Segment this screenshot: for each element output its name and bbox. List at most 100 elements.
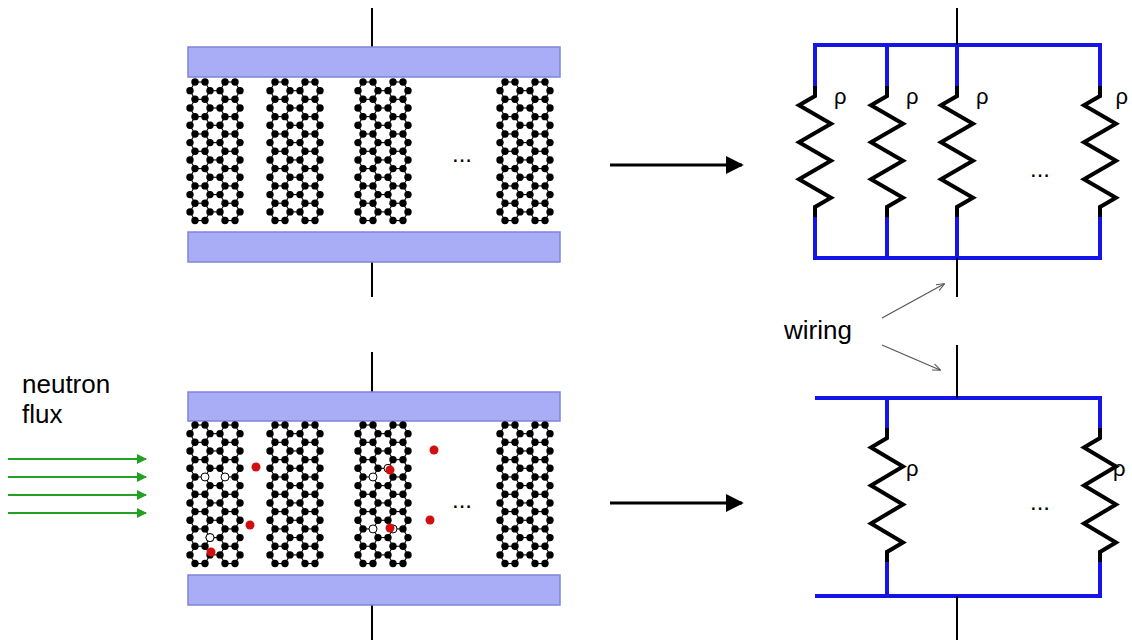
- atom: [389, 78, 396, 85]
- atom: [404, 499, 411, 506]
- atom: [301, 525, 308, 532]
- leader-line: [882, 284, 944, 370]
- atom: [404, 156, 411, 163]
- atom: [316, 156, 323, 163]
- ellipsis: ...: [452, 140, 472, 168]
- atom: [384, 156, 391, 163]
- atom: [206, 465, 213, 472]
- atom: [266, 430, 273, 437]
- graphene-ribbon: [354, 78, 411, 224]
- atom: [359, 200, 366, 207]
- atom: [231, 200, 238, 207]
- ellipsis: ...: [452, 486, 472, 514]
- atom: [374, 534, 381, 541]
- atom: [359, 560, 366, 567]
- atom: [206, 87, 213, 94]
- vacancy: [369, 525, 377, 533]
- atom: [191, 130, 198, 137]
- atom: [384, 551, 391, 558]
- atom: [354, 517, 361, 524]
- atom: [191, 78, 198, 85]
- atom: [286, 156, 293, 163]
- atom: [191, 182, 198, 189]
- atom: [186, 208, 193, 215]
- atom: [511, 148, 518, 155]
- atom: [496, 104, 503, 111]
- atom: [191, 508, 198, 515]
- resistivity-symbol: ρ: [976, 84, 989, 109]
- atom: [221, 491, 228, 498]
- atom: [301, 543, 308, 550]
- atom: [266, 156, 273, 163]
- atom: [301, 130, 308, 137]
- atom: [316, 191, 323, 198]
- atom: [359, 148, 366, 155]
- atom: [389, 491, 396, 498]
- atom: [201, 182, 208, 189]
- atom: [399, 96, 406, 103]
- atom: [541, 491, 548, 498]
- atom: [286, 139, 293, 146]
- atom: [186, 104, 193, 111]
- atom: [531, 200, 538, 207]
- atom: [526, 499, 533, 506]
- atom: [271, 165, 278, 172]
- atom: [369, 200, 376, 207]
- atom: [384, 174, 391, 181]
- atom: [354, 482, 361, 489]
- atom: [231, 456, 238, 463]
- atom: [281, 96, 288, 103]
- atom: [271, 148, 278, 155]
- atom: [511, 491, 518, 498]
- atom: [374, 447, 381, 454]
- atom: [541, 113, 548, 120]
- atom: [311, 473, 318, 480]
- atom: [389, 560, 396, 567]
- atom: [374, 208, 381, 215]
- atom: [316, 122, 323, 129]
- atom: [531, 543, 538, 550]
- atom: [311, 165, 318, 172]
- atom: [271, 130, 278, 137]
- atom: [266, 191, 273, 198]
- atom: [216, 534, 223, 541]
- atom: [399, 217, 406, 224]
- atom: [216, 430, 223, 437]
- atom: [296, 122, 303, 129]
- atom: [216, 551, 223, 558]
- atom: [311, 456, 318, 463]
- atom: [316, 517, 323, 524]
- atom: [369, 165, 376, 172]
- annotation: neutron flux: [22, 370, 132, 430]
- atom: [186, 499, 193, 506]
- atom: [399, 182, 406, 189]
- atom: [221, 543, 228, 550]
- atom: [271, 113, 278, 120]
- atom: [271, 525, 278, 532]
- atom: [236, 465, 243, 472]
- atom: [271, 543, 278, 550]
- atom: [311, 421, 318, 428]
- atom: [496, 87, 503, 94]
- atom: [369, 525, 376, 532]
- atom: [271, 508, 278, 515]
- atom: [526, 191, 533, 198]
- atom: [526, 174, 533, 181]
- atom: [359, 96, 366, 103]
- atom: [201, 217, 208, 224]
- atom: [216, 87, 223, 94]
- atom: [191, 543, 198, 550]
- atom: [541, 96, 548, 103]
- atom: [546, 156, 553, 163]
- atom: [384, 447, 391, 454]
- atom: [221, 148, 228, 155]
- atom: [231, 96, 238, 103]
- atom: [266, 499, 273, 506]
- atom: [404, 191, 411, 198]
- atom: [404, 517, 411, 524]
- atom: [286, 191, 293, 198]
- atom: [201, 543, 208, 550]
- atom: [236, 104, 243, 111]
- atom: [281, 439, 288, 446]
- atom: [526, 551, 533, 558]
